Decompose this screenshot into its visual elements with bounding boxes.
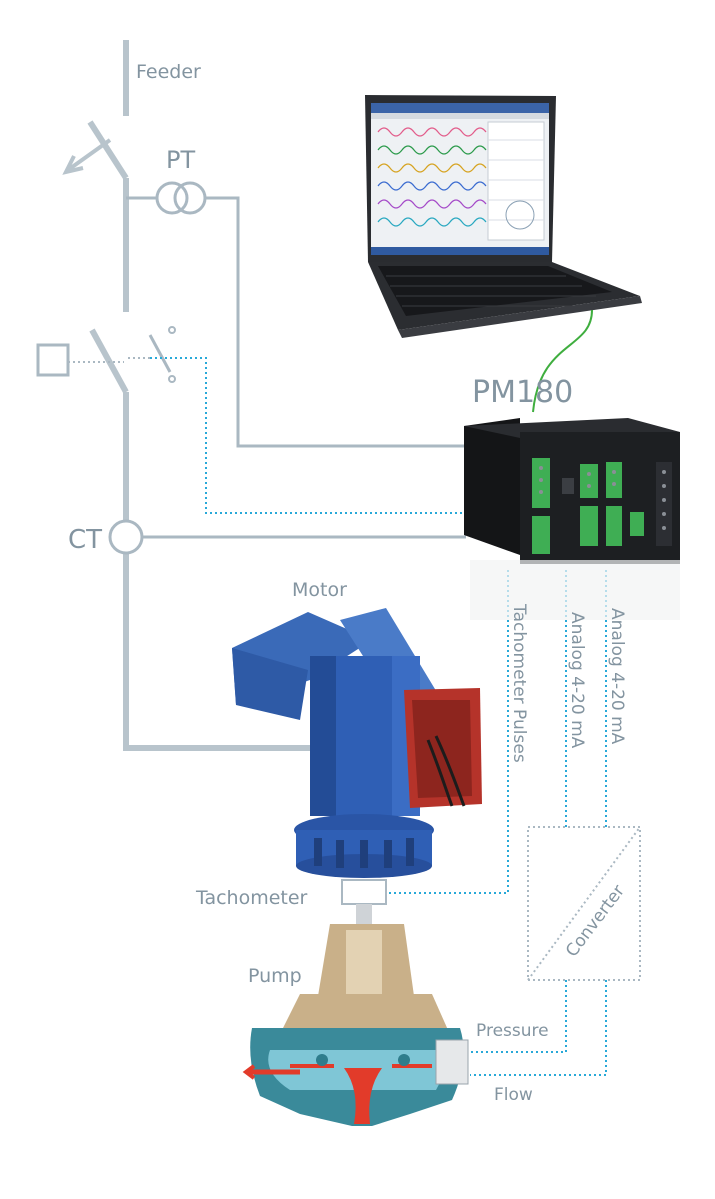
laptop-keyboard <box>378 266 612 316</box>
pump-label: Pump <box>248 965 302 987</box>
pt-label: PT <box>166 146 195 174</box>
flow-wire <box>470 980 607 1076</box>
tacho-pulses-label: Tachometer Pulses <box>509 603 529 763</box>
ct-label: CT <box>68 525 102 555</box>
pressure-label: Pressure <box>476 1021 549 1041</box>
tachometer-block <box>341 879 387 905</box>
pressure-wire <box>470 980 567 1053</box>
flow-label: Flow <box>494 1085 533 1105</box>
analog-label-2: Analog 4-20 mA <box>607 608 627 745</box>
motor <box>232 608 482 878</box>
device-label: PM180 <box>472 375 573 410</box>
converter-label: Converter <box>562 881 629 961</box>
tachometer-label: Tachometer <box>195 887 308 909</box>
feeder-label: Feeder <box>136 61 201 83</box>
ct-symbol <box>108 519 466 555</box>
upper-switch-blade <box>87 120 129 180</box>
laptop <box>365 95 642 338</box>
pt-symbol <box>126 181 466 448</box>
terminal-modules <box>532 458 672 554</box>
relay-box <box>36 343 70 377</box>
analog-label-1: Analog 4-20 mA <box>567 612 587 749</box>
converter-box <box>527 826 641 981</box>
pm180-device <box>464 418 680 620</box>
signal-wiring <box>386 570 607 1076</box>
status-signal-wire <box>150 357 466 514</box>
waveforms <box>377 127 487 227</box>
flow-inlet <box>344 1068 382 1124</box>
upper-switch-arrow <box>62 138 112 175</box>
aux-contact <box>148 334 172 373</box>
motor-label: Motor <box>292 579 347 601</box>
single-line-diagram <box>87 40 312 751</box>
pump <box>242 924 469 1126</box>
laptop-cable <box>532 309 593 413</box>
breaker-auxiliary <box>36 326 176 383</box>
